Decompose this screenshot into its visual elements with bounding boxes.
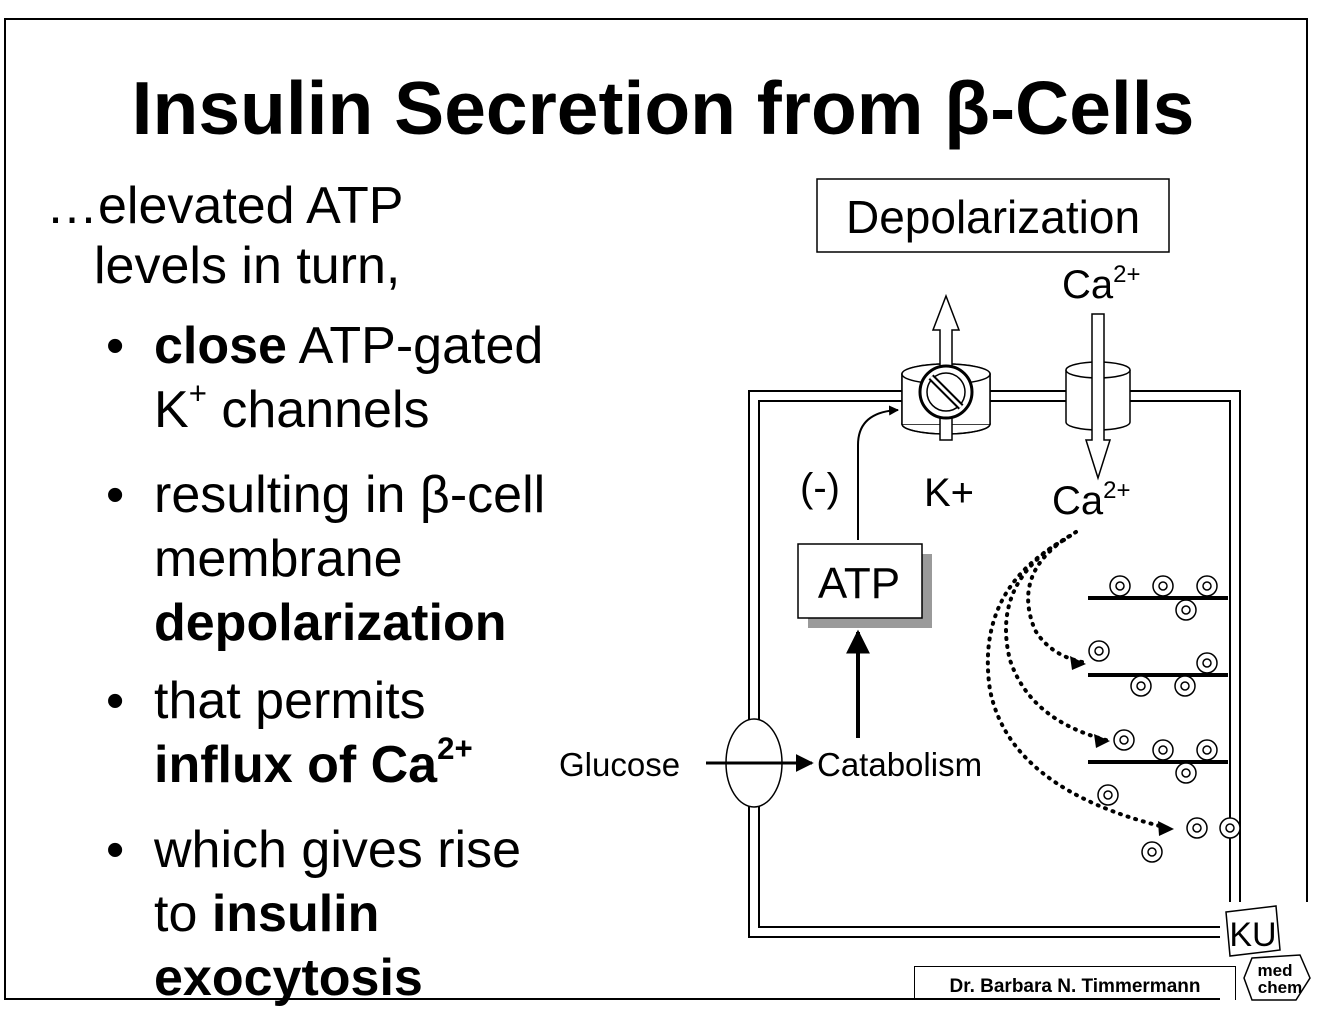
title-beta: β [944,66,991,150]
intro-text: …elevated ATP levels in turn, [46,176,403,296]
author-credit: Dr. Barbara N. Timmermann [914,966,1236,1000]
bullet-line: K+ channels [154,375,626,449]
bullet-line: exocytosis [154,946,626,1010]
granule [1130,675,1152,697]
depolarization-label: Depolarization [846,191,1140,243]
bullet-bold: insulin [211,885,380,943]
granule [1141,841,1163,863]
logo-ku-text: KU [1229,916,1276,954]
logo-chem-text: chem [1258,978,1302,997]
atp-label: ATP [818,559,900,608]
logo-med-text: med [1258,961,1293,980]
bullet-line: that permits [154,672,426,730]
bullet-line: which gives rise [154,821,522,879]
bullet-line: resulting in β-cell [154,466,546,524]
bullet-list: • close ATP-gated K+ channels • resultin… [106,314,626,1024]
bullet-close-channels: • close ATP-gated K+ channels [106,314,626,449]
atp-box [797,543,932,628]
bullet-calcium-influx: • that permits influx of Ca2+ [106,669,626,804]
calcium-outside-label: Ca2+ [1062,261,1141,307]
slide-title: Insulin Secretion from β-Cells [0,66,1326,150]
channel-block-icon [918,364,974,420]
insulin-granules [1088,575,1241,863]
granule [1113,729,1135,751]
granule [1152,739,1174,761]
granule [1175,762,1197,784]
granule [1196,575,1218,597]
bullet-superscript: + [188,375,207,411]
arrowhead [1070,656,1086,670]
granule [1088,640,1110,662]
intro-line-2: levels in turn, [94,237,401,295]
granule [1219,817,1241,839]
bullet-line: influx of Ca2+ [154,730,626,804]
granule [1186,817,1208,839]
intro-line-1: …elevated ATP [46,177,404,235]
bullet-line: close ATP-gated [154,314,626,378]
slide-frame [4,18,1308,1000]
bullet-text: K [154,381,189,439]
calcium-inside-label: Ca2+ [1052,477,1131,523]
bullet-text: ATP-gated [286,317,544,375]
bullet-dot: • [106,317,125,375]
title-text: Insulin Secretion from [131,66,945,150]
bullet-line: to insulin [154,882,626,946]
cell-membrane-inner [758,400,1231,928]
bullet-bold: influx of Ca [154,736,438,794]
bullet-line: membrane [154,530,403,588]
bullet-depolarization: • resulting in β-cell membrane depolariz… [106,463,626,655]
bullet-exocytosis: • which gives rise to insulin exocytosis [106,818,626,1010]
granule [1097,784,1119,806]
bullet-dot: • [106,466,125,524]
arrowhead [1158,821,1174,836]
granule [1152,575,1174,597]
granule [1196,652,1218,674]
vesicle-migration-arrows [985,530,1170,830]
bullet-text: channels [206,381,430,439]
glucose-label: Glucose [559,746,680,783]
cell-membrane-outer [748,390,1241,938]
depolarization-box [816,178,1170,253]
bullet-text: to [154,885,212,943]
bullet-dot: • [106,672,125,730]
bullet-bold: depolarization [154,594,507,652]
bullet-line: depolarization [154,591,626,655]
bullet-superscript: 2+ [437,730,473,766]
title-suffix: -Cells [990,66,1195,150]
granule [1109,575,1131,597]
granule [1175,599,1197,621]
catabolism-label: Catabolism [817,746,982,783]
granule [1174,675,1196,697]
bullet-bold: close [154,317,287,375]
bullet-dot: • [106,821,125,879]
calcium-influx-arrow [1084,313,1112,481]
potassium-label: K+ [924,471,974,515]
granule [1196,739,1218,761]
inhibit-label: (-) [800,466,840,510]
bullet-bold: exocytosis [154,949,423,1007]
inhibition-arrow [857,405,899,540]
arrowhead [1094,734,1110,748]
